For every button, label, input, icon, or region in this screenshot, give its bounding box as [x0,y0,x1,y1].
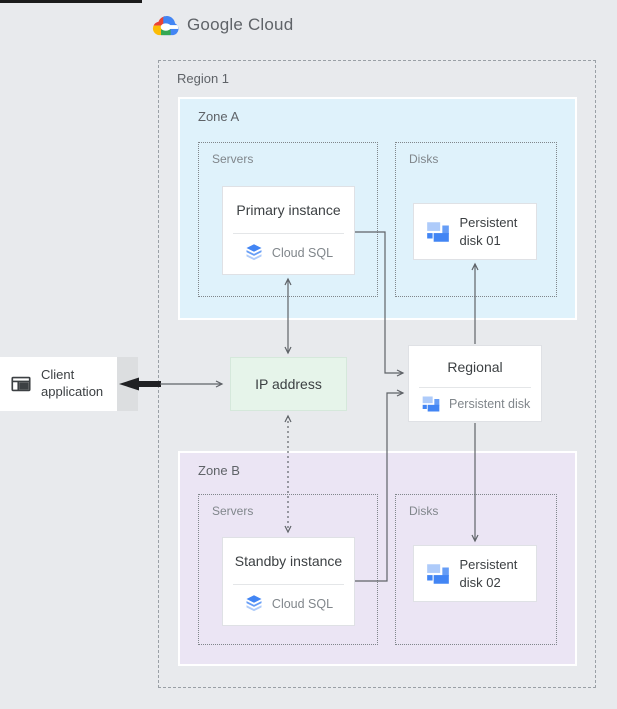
primary-instance-title: Primary instance [236,202,341,218]
cloud-sql-icon [246,244,262,261]
persistent-disk-02-label: Persistent disk 02 [459,556,518,590]
client-app-icon [11,376,31,392]
logo-text: Google Cloud [187,15,294,34]
primary-instance-card: Primary instance Cloud SQL [222,186,355,275]
persistent-disk-01-label: Persistent disk 01 [459,214,518,248]
divider [233,584,344,585]
zone-b-disks-label: Disks [409,504,439,518]
zone-a-disks-box: Disks [395,142,557,297]
divider [419,387,531,388]
region-label: Region 1 [177,71,230,86]
standby-instance-card: Standby instance Cloud SQL [222,537,355,626]
google-cloud-logo: Google Cloud [152,14,293,36]
divider [233,233,344,234]
persistent-disk-icon [426,221,449,242]
client-application-label: Client application [41,367,104,399]
zone-a-label: Zone A [198,109,240,124]
persistent-disk-01-card: Persistent disk 01 [413,203,537,260]
zone-b-servers-label: Servers [212,504,254,518]
primary-product-label: Cloud SQL [271,246,334,260]
zone-b-label: Zone B [198,463,240,478]
client-edge-strip [117,357,138,411]
top-accent-bar [0,0,142,3]
persistent-disk-02-card: Persistent disk 02 [413,545,537,602]
google-cloud-cloud-icon [152,15,179,36]
cloud-sql-icon [246,595,262,612]
regional-disk-subtitle: Persistent disk [449,397,531,411]
ip-address-label: IP address [255,376,322,392]
region-box: Region 1 [158,60,596,688]
standby-instance-title: Standby instance [234,553,343,569]
regional-disk-card: Regional Persistent disk [408,345,542,422]
persistent-disk-icon [422,396,440,412]
standby-product-label: Cloud SQL [271,597,334,611]
zone-a-servers-label: Servers [212,152,254,166]
client-application-card: Client application [0,357,117,411]
persistent-disk-icon [426,563,449,584]
ip-address-card: IP address [230,357,347,411]
regional-disk-title: Regional [447,358,503,375]
zone-a-disks-label: Disks [409,152,439,166]
